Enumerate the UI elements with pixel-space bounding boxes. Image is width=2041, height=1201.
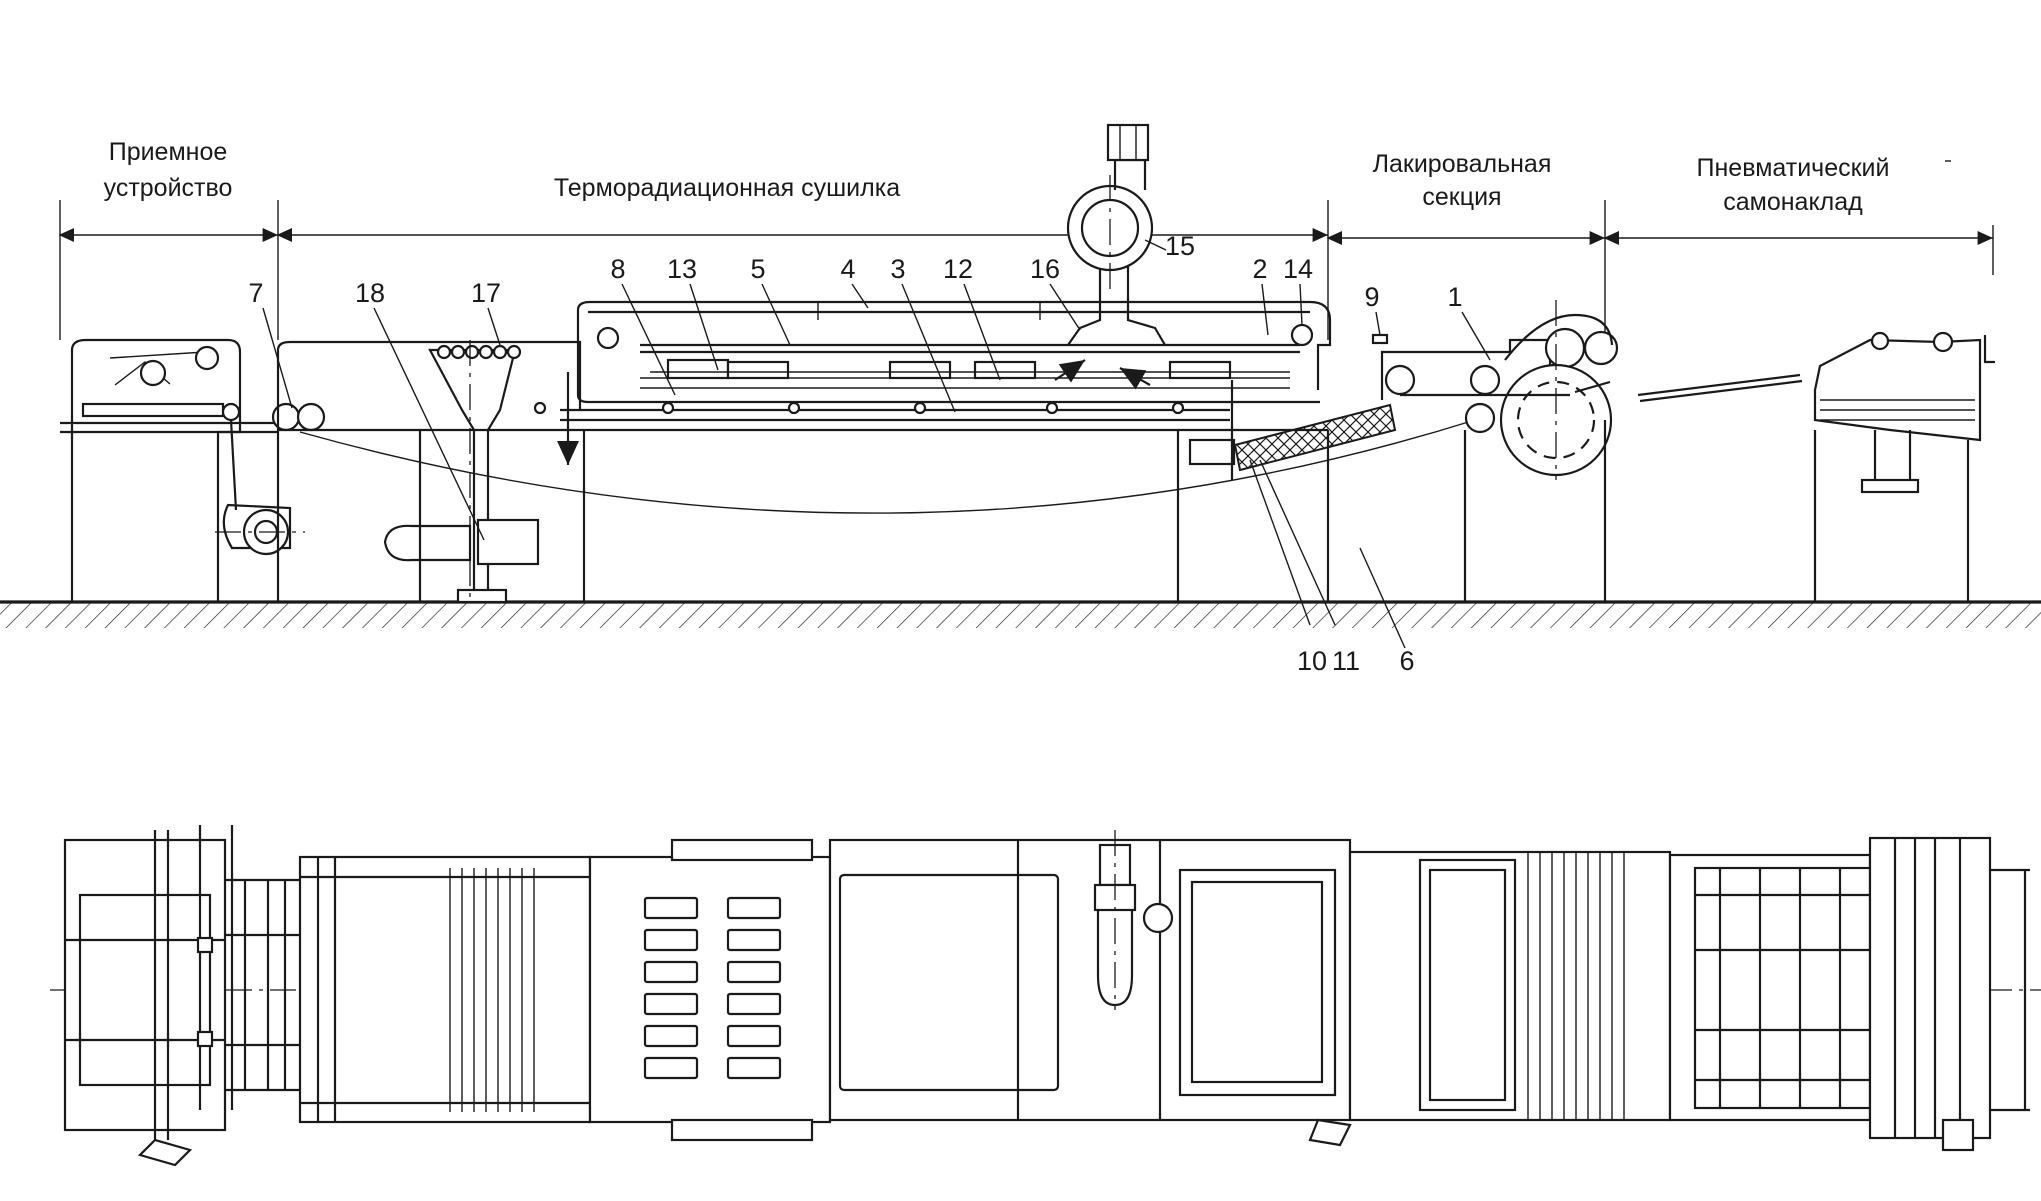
side-elevation: 7 18 17 8 13 5 4 3 12 16 15 2 14 <box>0 123 2041 676</box>
callout-5: 5 <box>750 254 765 284</box>
callout-11: 11 <box>1332 646 1360 676</box>
callout-3: 3 <box>890 254 905 284</box>
callout-2: 2 <box>1252 254 1267 284</box>
emitter-column-right <box>726 896 782 1080</box>
coater-unit <box>1326 300 1619 602</box>
callout-12: 12 <box>943 254 973 284</box>
callout-4: 4 <box>840 254 855 284</box>
callout-1: 1 <box>1447 282 1462 312</box>
plan-view <box>50 825 2041 1167</box>
dryer-unit <box>276 123 1476 626</box>
section-dimension-lines <box>58 160 1994 360</box>
section-labels: Приемное устройство Терморадиационная су… <box>104 138 1890 216</box>
plan-dryer-frames <box>828 830 1352 1147</box>
label-receiver-line1: Приемное <box>109 138 228 166</box>
callout-16: 16 <box>1030 254 1060 284</box>
callout-10: 10 <box>1297 646 1327 676</box>
receiver-unit <box>60 338 326 602</box>
emitter-column-left <box>643 896 699 1080</box>
plan-feeder <box>1668 836 2030 1152</box>
plan-conveyor <box>298 855 592 1124</box>
callout-9: 9 <box>1364 282 1379 312</box>
label-coater-line2: секция <box>1422 183 1501 211</box>
floor <box>0 600 2041 628</box>
feeder-unit <box>1603 331 1995 602</box>
callout-18: 18 <box>355 278 385 308</box>
callout-8: 8 <box>610 254 625 284</box>
label-feeder-line1: Пневматический <box>1697 154 1890 182</box>
plan-receiver <box>63 825 300 1167</box>
callout-15: 15 <box>1165 231 1195 261</box>
callout-13: 13 <box>667 254 697 284</box>
plan-emitter-panel <box>588 838 832 1142</box>
label-receiver-line2: устройство <box>104 174 233 202</box>
label-coater-line1: Лакировальная <box>1373 150 1552 178</box>
label-feeder-line2: самонаклад <box>1723 188 1863 216</box>
callout-6: 6 <box>1399 646 1414 676</box>
label-dryer: Терморадиационная сушилка <box>554 174 900 202</box>
callout-14: 14 <box>1283 254 1313 284</box>
callout-7: 7 <box>248 278 263 308</box>
callout-17: 17 <box>471 278 501 308</box>
callouts: 7 18 17 8 13 5 4 3 12 16 15 2 14 <box>248 231 1491 676</box>
plan-coater <box>1348 850 1672 1122</box>
